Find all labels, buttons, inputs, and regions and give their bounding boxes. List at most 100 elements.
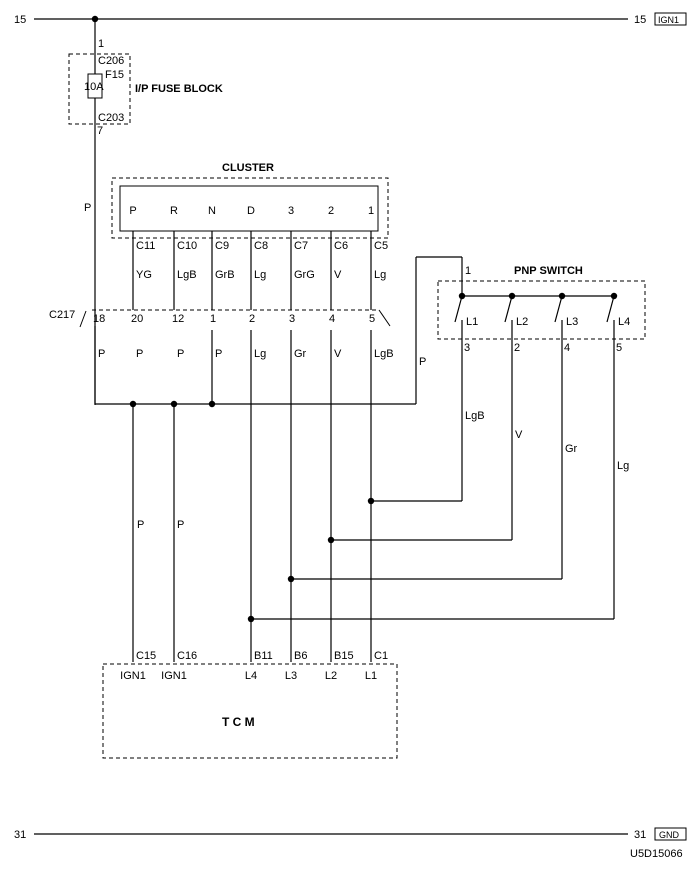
cluster-connector-3: C8 — [254, 240, 268, 252]
cluster-connector-2: C9 — [215, 240, 229, 252]
c217-pin-2: 12 — [172, 313, 184, 325]
cluster-indicator-4: 3 — [288, 205, 294, 217]
fuse-conn-in-pin: 1 — [98, 38, 104, 50]
bottom-rail-left-number: 31 — [14, 829, 26, 841]
tcm-pin-5: L1 — [365, 670, 377, 682]
tcm-pin-4: L2 — [325, 670, 337, 682]
tcm: T C M C15 C16 B11 B6 B15 C1 IGN1 IGN1 L4 L3 L2 L1 — [102, 650, 398, 759]
pnp-contact-0 — [454, 295, 463, 323]
pnp-switch: PNP SWITCH 1 L1 L2 L3 L4 3 2 4 5 — [437, 265, 646, 354]
c217-pin-4: 2 — [249, 313, 255, 325]
fuse-rating: 10A — [84, 81, 104, 93]
cluster-connector-4: C7 — [294, 240, 308, 252]
tcm-pin-0: IGN1 — [120, 670, 146, 682]
feed-wire-color: P — [84, 202, 91, 214]
c217-label: C217 — [49, 309, 75, 321]
tcm-connector-5: C1 — [374, 650, 388, 662]
pnp-output-wire-color-1: V — [515, 429, 523, 441]
pnp-output-wire-color-3: Lg — [617, 460, 629, 472]
pnp-contact-1 — [504, 295, 513, 323]
cluster-indicator-0: P — [129, 205, 136, 217]
tcm-pin-3: L3 — [285, 670, 297, 682]
c217-wire-color-6: V — [334, 348, 342, 360]
pnp-contact-3 — [606, 295, 615, 323]
c217-pin-7: 5 — [369, 313, 375, 325]
bottom-ground-rail: 31 31 GND — [14, 827, 687, 841]
cluster-title: CLUSTER — [222, 162, 274, 174]
fuse-conn-out-pin: 7 — [97, 125, 103, 137]
cluster-wire-color-5: V — [334, 269, 342, 281]
tcm-pin-2: L4 — [245, 670, 257, 682]
c217-pin-6: 4 — [329, 313, 335, 325]
cluster-indicator-3: D — [247, 205, 255, 217]
fuse-conn-in: C206 — [98, 55, 124, 67]
c217-wire-color-5: Gr — [294, 348, 307, 360]
c217-wire-color-7: LgB — [374, 348, 394, 360]
top-rail-left-number: 15 — [14, 14, 26, 26]
fuse-block: 1 C206 F15 10A I/P FUSE BLOCK C203 7 P — [68, 19, 223, 405]
pnp-contact-2 — [554, 295, 563, 323]
cluster-wires — [132, 231, 372, 310]
fuse-id: F15 — [105, 69, 124, 81]
cluster-wire-color-1: LgB — [177, 269, 197, 281]
pnp-switch-label-1: L2 — [516, 316, 528, 328]
c217-pin-1: 20 — [131, 313, 143, 325]
cluster-connector-6: C5 — [374, 240, 388, 252]
c217-wire-color-4: Lg — [254, 348, 266, 360]
pnp-output-pin-2: 4 — [564, 342, 570, 354]
cluster-wire-color-2: GrB — [215, 269, 235, 281]
tcm-pin-1: IGN1 — [161, 670, 187, 682]
pnp-switch-label-3: L4 — [618, 316, 630, 328]
cluster-connector-5: C6 — [334, 240, 348, 252]
tcm-wires: P P — [94, 326, 372, 662]
tcm-feed-color-1: P — [137, 519, 144, 531]
figure-code: U5D15066 — [630, 848, 683, 860]
tcm-title: T C M — [222, 715, 255, 729]
c217-wire-color-1: P — [136, 348, 143, 360]
fuse-conn-out: C203 — [98, 112, 124, 124]
pnp-output-pin-1: 2 — [514, 342, 520, 354]
c217-pin-5: 3 — [289, 313, 295, 325]
cluster-indicator-1: R — [170, 205, 178, 217]
cluster-connector-0: C11 — [136, 240, 155, 252]
pnp-output-pin-0: 3 — [464, 342, 470, 354]
pnp-switch-label-2: L3 — [566, 316, 578, 328]
tcm-connector-0: C15 — [136, 650, 156, 662]
pnp-switch-label-0: L1 — [466, 316, 478, 328]
pnp-input-pin: 1 — [465, 265, 471, 277]
c217-wire-color-0: P — [98, 348, 105, 360]
fuse-block-label: I/P FUSE BLOCK — [135, 83, 223, 95]
bottom-rail-tag: GND — [659, 830, 680, 840]
cluster-wire-color-3: Lg — [254, 269, 266, 281]
cluster-wire-color-0: YG — [136, 269, 152, 281]
c217-pin-0: 18 — [93, 313, 105, 325]
cluster-wire-color-4: GrG — [294, 269, 315, 281]
pnp-output-wire-color-0: LgB — [465, 410, 485, 422]
cluster-wire-color-6: Lg — [374, 269, 386, 281]
cluster-indicator-5: 2 — [328, 205, 334, 217]
cluster-indicator-2: N — [208, 205, 216, 217]
tcm-connector-2: B11 — [254, 650, 273, 662]
top-rail-right-number: 15 — [634, 14, 646, 26]
cluster-connector-1: C10 — [177, 240, 197, 252]
top-power-rail: 15 15 IGN1 — [14, 12, 687, 26]
c217-wire-color-2: P — [177, 348, 184, 360]
p-bus: P — [95, 256, 463, 408]
tcm-feed-color-2: P — [177, 519, 184, 531]
c217-wire-color-3: P — [215, 348, 222, 360]
bottom-rail-right-number: 31 — [634, 829, 646, 841]
tcm-connector-3: B6 — [294, 650, 307, 662]
cluster: CLUSTER P R N D 3 2 1 C11 C10 C9 C8 C7 C6 C5 YG LgB Gr… — [111, 162, 389, 281]
c217-pin-3: 1 — [210, 313, 216, 325]
pnp-output-pin-3: 5 — [616, 342, 622, 354]
pnp-switch-title: PNP SWITCH — [514, 265, 583, 277]
pnp-output-wire-color-2: Gr — [565, 443, 578, 455]
cluster-indicator-6: 1 — [368, 205, 374, 217]
tcm-connector-1: C16 — [177, 650, 197, 662]
top-rail-tag: IGN1 — [658, 15, 679, 25]
pnp-input-wire-color: P — [419, 356, 426, 368]
tcm-connector-4: B15 — [334, 650, 354, 662]
